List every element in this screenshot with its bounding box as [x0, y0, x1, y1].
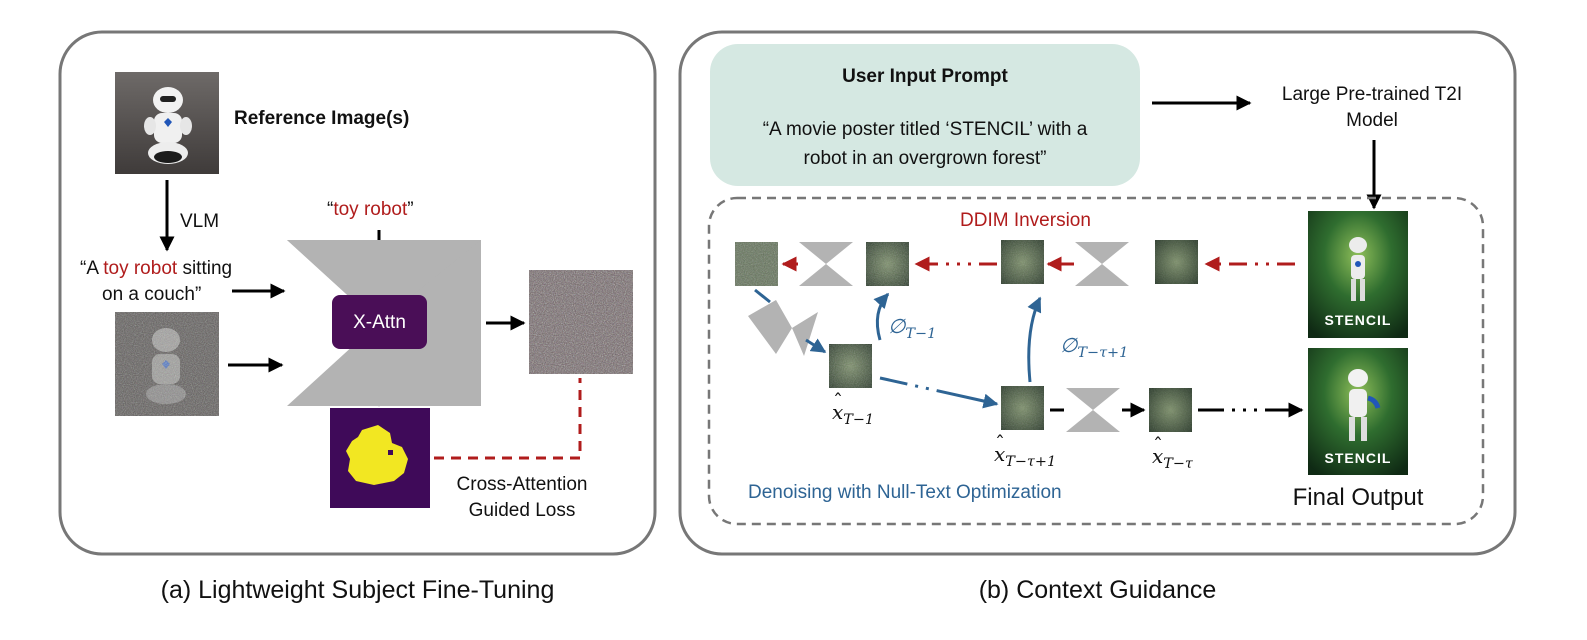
latent-thumb-x-t-minus-tau [1149, 388, 1192, 432]
null-text-label: Denoising with Null-Text Optimization [748, 482, 1062, 503]
loss-label-line1: Cross-Attention [456, 474, 588, 495]
vlm-label: VLM [180, 211, 220, 232]
token-close-quote: ” [407, 199, 414, 220]
phi-subscript: T−τ+1 [1077, 345, 1129, 362]
token-open-quote: “ [327, 199, 334, 220]
latent-thumb-x-t-minus-tau-plus-1 [1001, 386, 1044, 430]
reference-robot-image [115, 72, 219, 174]
unet-small-tilted [748, 300, 818, 356]
caption-subject: toy robot [103, 258, 178, 279]
prompt-box-line2: robot in an overgrown forest” [803, 148, 1047, 169]
unet-small-3 [1066, 388, 1120, 432]
x-symbol: x [1152, 444, 1164, 468]
poster-title-final: STENCIL [1324, 450, 1392, 466]
final-output-label: Final Output [1292, 484, 1424, 511]
token-subject: toy robot [333, 199, 408, 220]
caption-prompt-line2: on a couch” [102, 284, 202, 305]
phi-label-1: ∅T−1 [888, 314, 936, 342]
final-output-poster [1308, 348, 1408, 475]
phi-symbol: ∅ [888, 314, 906, 338]
poster-title-top: STENCIL [1324, 312, 1392, 328]
latent-thumb-x-t-minus-1 [829, 344, 872, 388]
denoise-arrow-1 [754, 288, 771, 304]
phi-arrow-1 [873, 292, 890, 341]
model-label-line2: Model [1346, 110, 1398, 131]
unet-bottleneck [287, 240, 481, 323]
panel-a-frame [58, 30, 657, 556]
xattn-label: X-Attn [353, 312, 406, 333]
x-subscript: T−τ [1163, 456, 1193, 473]
latent-thumb-1 [866, 242, 909, 286]
prompt-box-title: User Input Prompt [842, 66, 1008, 87]
token-prompt: “toy robot” [327, 199, 414, 221]
prompt-box-line1: “A movie poster titled ‘STENCIL’ with a [762, 119, 1088, 140]
unet-small-1 [799, 242, 853, 286]
model-label-line1: Large Pre-trained T2I [1281, 84, 1463, 105]
phi-arrow-2 [1027, 296, 1042, 383]
caption-prompt-line1: “A toy robot sitting [80, 258, 232, 280]
hat-accent: ˆ [833, 389, 843, 413]
reference-image-label: Reference Image(s) [234, 108, 410, 129]
loss-dashed-path [434, 378, 582, 460]
denoise-arrow-3 [879, 376, 999, 409]
noisy-robot-image [115, 312, 219, 416]
latent-thumb-3 [1155, 240, 1198, 284]
prompt-box [710, 44, 1140, 186]
denoise-arrow-2 [805, 338, 827, 354]
panel-a-caption: (a) Lightweight Subject Fine-Tuning [160, 576, 555, 604]
x-subscript: T−τ+1 [1005, 454, 1057, 471]
hat-accent: ˆ [1153, 433, 1163, 457]
inner-dashed-region [707, 196, 1485, 526]
hat-accent: ˆ [995, 431, 1005, 455]
panel-b-frame [678, 30, 1517, 556]
generated-poster-top [1308, 211, 1408, 338]
caption-rest: sitting [177, 258, 233, 279]
unet-small-2 [1075, 242, 1129, 286]
latent-thumb-2 [1001, 240, 1044, 284]
latent-noise-thumb [735, 242, 778, 286]
x-symbol: x [994, 442, 1006, 466]
loss-label-line2: Guided Loss [468, 500, 576, 521]
ddim-inversion-label: DDIM Inversion [960, 210, 1091, 231]
attention-map [330, 408, 430, 508]
caption-quote: “A [80, 258, 104, 279]
phi-label-2: ∅T−τ+1 [1060, 333, 1128, 361]
x-subscript: T−1 [843, 412, 875, 429]
phi-subscript: T−1 [905, 326, 937, 343]
xattn-box [332, 295, 427, 349]
phi-symbol: ∅ [1060, 333, 1078, 357]
panel-b-caption: (b) Context Guidance [978, 576, 1217, 604]
x-symbol: x [832, 400, 844, 424]
noise-output-image [529, 270, 633, 374]
